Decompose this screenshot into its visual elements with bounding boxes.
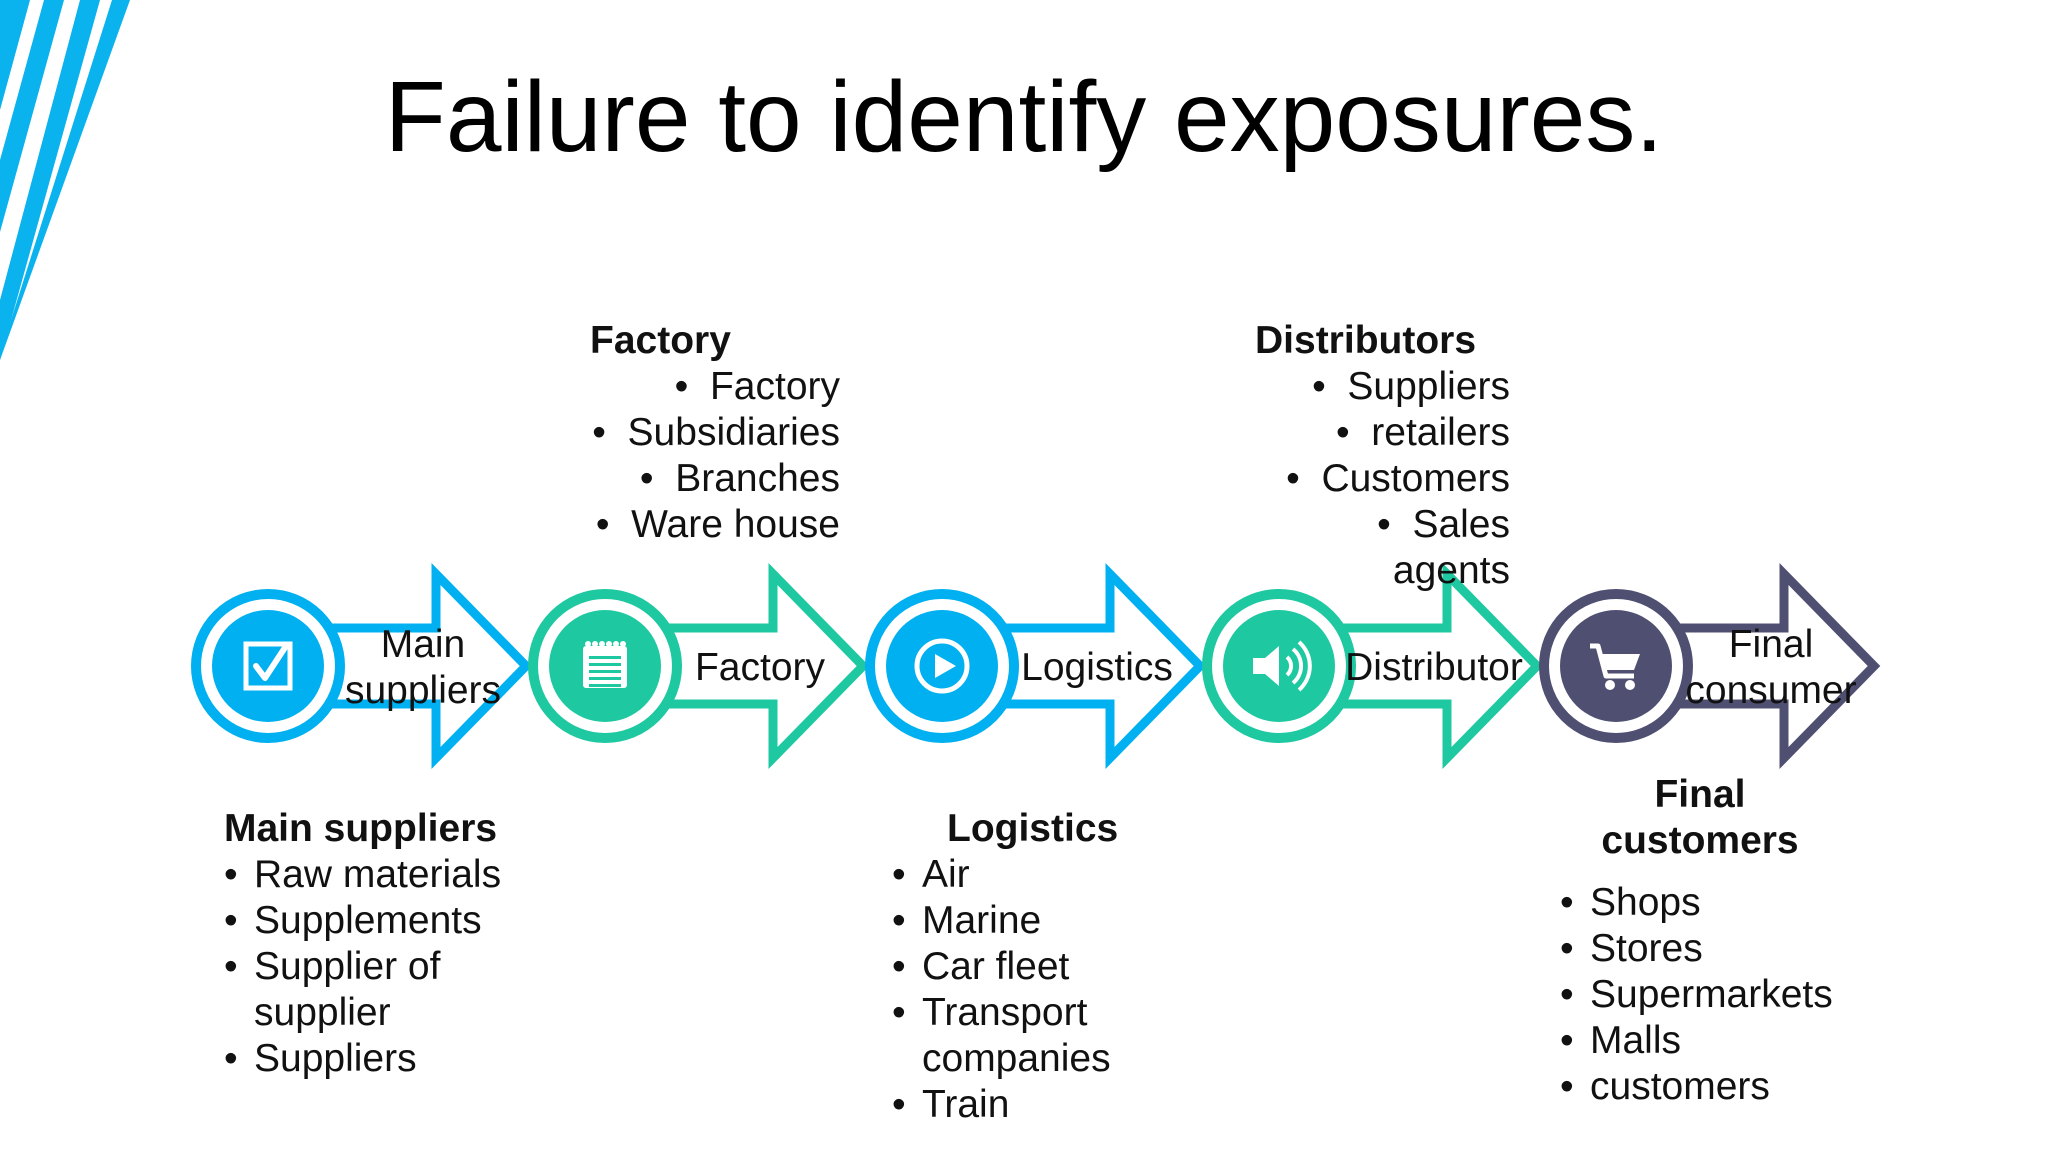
flow-arrow bbox=[1299, 562, 1544, 770]
factory-group: Factory Factory Subsidiaries Branches Wa… bbox=[590, 318, 840, 548]
stage-3: Logistics bbox=[865, 562, 1207, 770]
corner-stripes-decoration bbox=[0, 0, 130, 360]
checkbox-icon bbox=[243, 641, 293, 691]
stage-label: suppliers bbox=[345, 669, 501, 712]
list-item: Sales agents bbox=[1255, 502, 1510, 594]
group-title: Main suppliers bbox=[224, 807, 498, 850]
list-item: Car fleet bbox=[892, 944, 1192, 990]
main-suppliers-group: Main suppliers Raw materials Supplements… bbox=[224, 806, 524, 1082]
group-title: Factory bbox=[590, 319, 731, 362]
flow-arrow bbox=[1636, 562, 1881, 770]
flow-arrow bbox=[962, 562, 1207, 770]
logistics-list: Air Marine Car fleet Transport companies… bbox=[892, 852, 1192, 1128]
factory-list: Factory Subsidiaries Branches Ware house bbox=[590, 364, 840, 548]
speaker-icon bbox=[1253, 640, 1312, 692]
list-item: Supplier of supplier bbox=[224, 944, 464, 1036]
list-item: Branches bbox=[590, 456, 840, 502]
logistics-group: Logistics Air Marine Car fleet Transport… bbox=[892, 806, 1192, 1128]
slide-title: Failure to identify exposures. bbox=[384, 61, 1664, 173]
list-item: customers bbox=[1560, 1064, 1860, 1110]
group-title: Logistics bbox=[947, 807, 1119, 850]
stage-4: Distributor bbox=[1202, 562, 1544, 770]
list-item: Ware house bbox=[590, 502, 840, 548]
stage-label: consumer bbox=[1685, 669, 1856, 712]
list-item: Air bbox=[892, 852, 1192, 898]
list-item: Subsidiaries bbox=[590, 410, 840, 456]
list-item: Supplements bbox=[224, 898, 524, 944]
flow-arrow bbox=[625, 562, 870, 770]
stage-label: Logistics bbox=[1021, 646, 1173, 689]
final-customers-list: Shops Stores Supermarkets Malls customer… bbox=[1560, 880, 1860, 1110]
list-item: Suppliers bbox=[1255, 364, 1510, 410]
shopping-cart-icon bbox=[1590, 643, 1640, 690]
group-title: Final customers bbox=[1560, 772, 1840, 864]
flow-arrow bbox=[288, 562, 533, 770]
group-title: Distributors bbox=[1255, 319, 1477, 362]
list-item: Factory bbox=[590, 364, 840, 410]
stage-label: Final bbox=[1729, 623, 1814, 666]
stage-disk bbox=[212, 610, 324, 722]
stage-label: Distributor bbox=[1345, 646, 1523, 689]
list-item: Malls bbox=[1560, 1018, 1860, 1064]
final-customers-group: Final customers Shops Stores Supermarket… bbox=[1560, 772, 1860, 1110]
list-item: Supermarkets bbox=[1560, 972, 1860, 1018]
stage-label: Factory bbox=[695, 646, 826, 689]
distributors-group: Distributors Suppliers retailers Custome… bbox=[1255, 318, 1510, 594]
notepad-icon bbox=[583, 641, 627, 688]
stage-label: Main bbox=[381, 623, 466, 666]
list-item: retailers bbox=[1255, 410, 1510, 456]
group-title-line: customers bbox=[1601, 819, 1799, 862]
list-item: Marine bbox=[892, 898, 1192, 944]
group-title-line: Final bbox=[1654, 773, 1746, 816]
list-item: Shops bbox=[1560, 880, 1860, 926]
list-item: Suppliers bbox=[224, 1036, 524, 1082]
stage-2: Factory bbox=[528, 562, 870, 770]
distributors-list: Suppliers retailers Customers Sales agen… bbox=[1255, 364, 1510, 594]
list-item: Train bbox=[892, 1082, 1192, 1128]
main-suppliers-list: Raw materials Supplements Supplier of su… bbox=[224, 852, 524, 1082]
list-item: Raw materials bbox=[224, 852, 524, 898]
play-icon bbox=[914, 638, 970, 694]
list-item: Customers bbox=[1255, 456, 1510, 502]
list-item: Transport companies bbox=[892, 990, 1132, 1082]
list-item: Stores bbox=[1560, 926, 1860, 972]
